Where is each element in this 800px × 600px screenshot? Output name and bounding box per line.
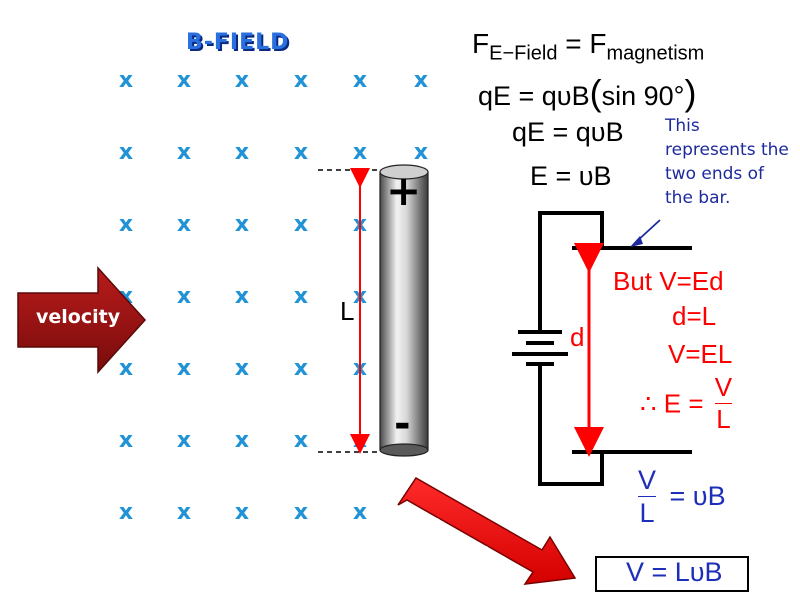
field-mark: x (118, 68, 134, 93)
note-line: the bar. (665, 188, 731, 208)
field-mark: x (234, 284, 250, 309)
note-line: two ends of (665, 164, 765, 184)
field-mark: x (118, 356, 134, 381)
field-mark: x (176, 68, 192, 93)
field-mark: x (118, 500, 134, 525)
field-mark: x (234, 212, 250, 237)
red-line-3: V=EL (668, 339, 733, 369)
bar-ends-note: This represents the two ends of the bar. (665, 114, 789, 210)
note-line: This (665, 116, 700, 136)
red-line-1: But V=Ed (613, 266, 724, 296)
field-mark: x (293, 500, 309, 525)
result-equation: V L = υB (638, 465, 726, 529)
battery-icon (512, 330, 568, 366)
note-line: represents the (665, 140, 789, 160)
equation-qe-qvb-sin: qE = qυB(sin 90°) (478, 72, 697, 113)
field-mark: x (352, 140, 368, 165)
field-mark: x (176, 212, 192, 237)
field-mark: x (293, 68, 309, 93)
d-label: d (570, 322, 585, 352)
red-line-4: ∴ E = V L (640, 372, 733, 435)
field-mark: x (176, 356, 192, 381)
field-mark: x (413, 68, 429, 93)
velocity-label: velocity (36, 306, 121, 328)
field-mark: x (293, 284, 309, 309)
note-pointer (630, 219, 661, 247)
field-mark: x (234, 356, 250, 381)
field-mark: x (352, 68, 368, 93)
field-mark: x (234, 428, 250, 453)
plus-sign: + (386, 166, 422, 215)
field-mark: x (352, 500, 368, 525)
final-equation-box (595, 556, 749, 592)
field-title: B-FIELD (186, 30, 290, 55)
field-mark: x (234, 140, 250, 165)
field-mark: x (293, 428, 309, 453)
equation-qe-qvb: qE = qυB (512, 117, 624, 147)
length-dimension (318, 168, 378, 454)
final-equation: V = LυB (626, 557, 723, 587)
equation-force-balance: FE−Field = Fmagnetism (472, 28, 705, 65)
conducting-rod (379, 164, 429, 457)
length-label: L (340, 296, 355, 326)
field-mark: x (118, 212, 134, 237)
field-mark: x (293, 356, 309, 381)
field-mark: x (176, 284, 192, 309)
field-mark: x (234, 500, 250, 525)
red-line-2: d=L (672, 301, 717, 331)
field-mark: x (118, 140, 134, 165)
formula-note-sticker (397, 477, 577, 585)
minus-sign: - (394, 401, 411, 447)
field-mark: x (413, 140, 429, 165)
field-mark: x (176, 428, 192, 453)
field-mark: x (176, 500, 192, 525)
field-mark: x (293, 140, 309, 165)
velocity-arrow (17, 266, 147, 374)
field-mark: x (234, 68, 250, 93)
field-mark: x (176, 140, 192, 165)
field-mark: x (118, 428, 134, 453)
field-mark: x (293, 212, 309, 237)
equation-e-vb: E = υB (530, 161, 612, 191)
